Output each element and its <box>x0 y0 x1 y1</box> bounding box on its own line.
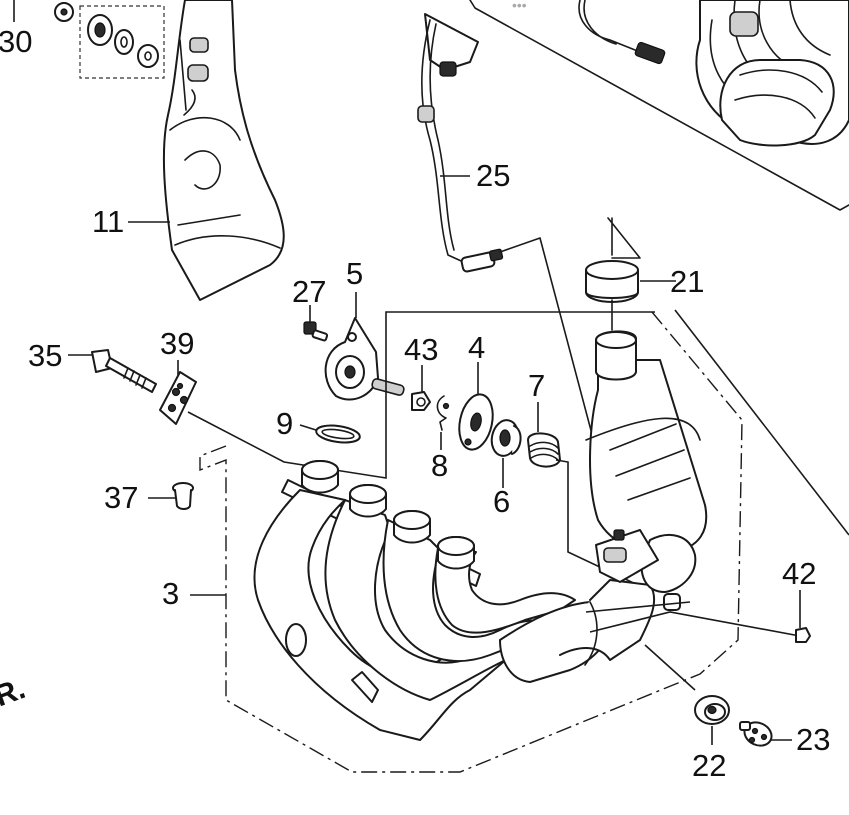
svg-text:•••: ••• <box>512 0 527 13</box>
callout-leaders <box>68 175 801 741</box>
edge-fragment-text: R. <box>0 672 30 713</box>
leader-21 <box>674 309 849 536</box>
callout-8: 8 <box>431 448 448 483</box>
callout-3: 3 <box>162 576 179 611</box>
callout-4: 4 <box>468 330 485 365</box>
clip-part-8 <box>436 395 450 431</box>
sensor-connector-icon <box>634 41 666 65</box>
callout-43: 43 <box>404 332 438 367</box>
callout-27: 27 <box>292 274 326 309</box>
callout-5: 5 <box>346 256 363 291</box>
flange-gasket-part-39 <box>159 311 655 479</box>
bracket-part-5 <box>324 317 405 401</box>
nut-part-42 <box>795 627 811 643</box>
collar-part-37 <box>172 482 194 510</box>
callout-7: 7 <box>528 368 545 403</box>
oxygen-sensor-icon <box>460 248 504 273</box>
callout-6: 6 <box>493 484 510 519</box>
bolt-part-27 <box>303 321 329 342</box>
callout-37: 37 <box>104 480 138 515</box>
part-30-group <box>13 0 165 79</box>
heat-shield-part-11 <box>162 0 285 301</box>
o2-sensor-part-25 <box>417 13 621 541</box>
callout-11: 11 <box>92 204 124 239</box>
cable-clip-icon <box>439 61 457 77</box>
callout-30: 30 <box>0 24 32 59</box>
gasket-part-21 <box>585 217 641 331</box>
callout-9: 9 <box>276 406 293 441</box>
grommet-part-22 <box>644 644 730 745</box>
o-ring-part-9 <box>315 424 361 444</box>
callout-labels: 30 11 25 5 27 21 35 39 43 4 7 9 8 6 37 3… <box>0 24 830 783</box>
engine-frame-section: ••• <box>469 0 849 211</box>
bolt-part-35 <box>91 349 157 393</box>
clamp-parts-group <box>436 393 641 587</box>
washer-part-23 <box>739 721 773 747</box>
rubber-grommet-icon <box>87 14 159 68</box>
callout-21: 21 <box>670 264 704 299</box>
sensor-fitting <box>729 11 759 37</box>
callout-39: 39 <box>160 326 194 361</box>
callout-25: 25 <box>476 158 510 193</box>
callout-23: 23 <box>796 722 830 757</box>
collar-part-6 <box>490 419 522 457</box>
callout-22: 22 <box>692 748 726 783</box>
exhaust-manifold-part-3 <box>199 311 801 773</box>
header-outlet-icons <box>301 460 475 570</box>
callout-35: 35 <box>28 338 62 373</box>
callout-42: 42 <box>782 556 816 591</box>
nut-part-43 <box>411 391 431 411</box>
clamp-plate-part-4 <box>458 393 494 451</box>
